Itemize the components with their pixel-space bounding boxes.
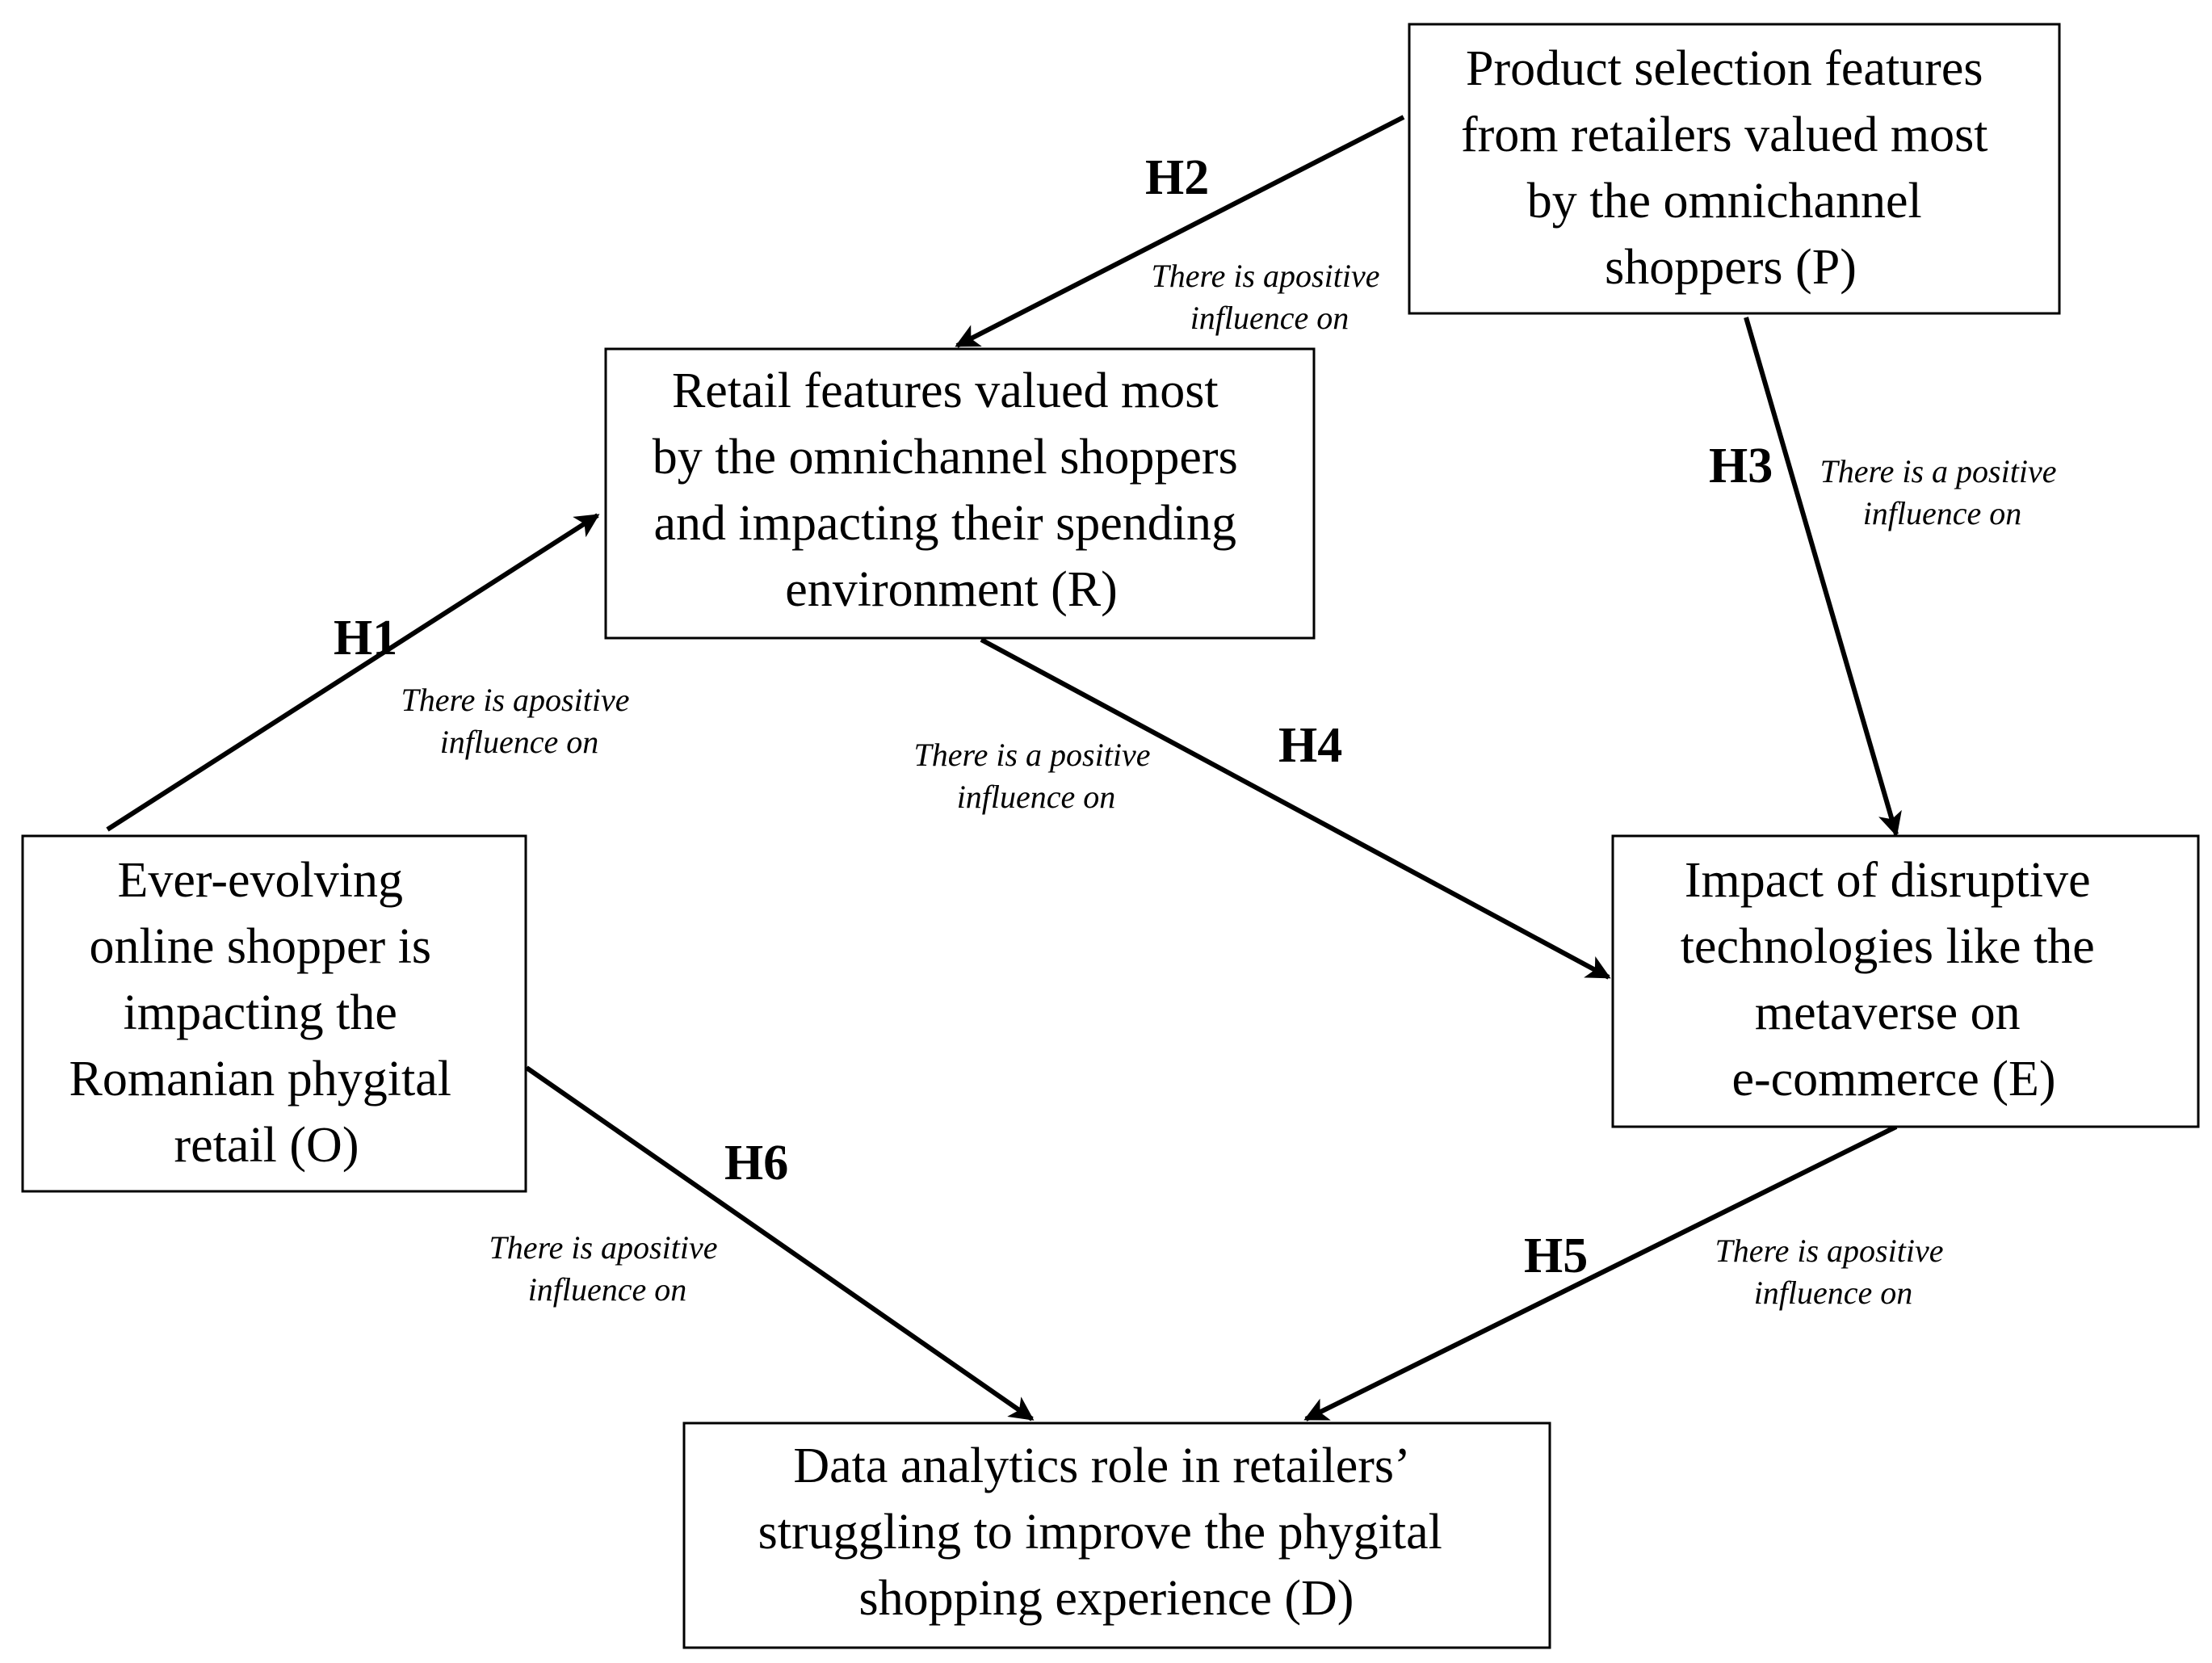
arrow-h5 [1303, 1124, 1898, 1422]
node-o: Ever-evolving online shopper is impactin… [21, 834, 527, 1193]
node-d: Data analytics role in retailers’ strugg… [682, 1422, 1551, 1649]
node-r-box [604, 347, 1316, 640]
node-o-text: Ever-evolving online shopper is impactin… [69, 853, 464, 1173]
node-p: Product selection features from retailer… [1408, 23, 2061, 315]
node-r: Retail features valued most by the omnic… [604, 347, 1316, 640]
label-h2: H2 [1145, 150, 1209, 205]
note-h6: There is apositive influence on [489, 1229, 726, 1308]
note-h5: There is apositive influence on [1715, 1233, 1952, 1311]
label-h5: H5 [1524, 1228, 1588, 1283]
note-h2: There is apositive influence on [1152, 258, 1388, 336]
edge-notes: There is apositive influence on There is… [401, 258, 2065, 1311]
node-e: Impact of disruptive technologies like t… [1611, 834, 2200, 1128]
node-p-text: Product selection features from retailer… [1461, 41, 2000, 295]
node-o-box [21, 834, 527, 1193]
node-e-box [1611, 834, 2200, 1128]
hypothesis-labels: H1 H2 H3 H4 H5 H6 [334, 150, 1773, 1283]
label-h6: H6 [724, 1136, 788, 1191]
label-h4: H4 [1278, 718, 1342, 773]
node-d-box [682, 1422, 1551, 1649]
arrow-h1 [106, 513, 600, 832]
note-h3: There is a positive influence on [1820, 453, 2065, 531]
label-h1: H1 [334, 611, 397, 666]
arrow-h3 [1744, 317, 1902, 837]
node-r-text: Retail features valued most by the omnic… [653, 363, 1250, 617]
node-p-box [1408, 23, 2061, 315]
note-h4: There is a positive influence on [914, 737, 1159, 815]
node-e-text: Impact of disruptive technologies like t… [1681, 853, 2108, 1107]
arrow-h4 [980, 637, 1611, 980]
edges [106, 115, 1902, 1422]
arrow-h2 [955, 115, 1405, 348]
node-d-text: Data analytics role in retailers’ strugg… [758, 1438, 1455, 1626]
label-h3: H3 [1709, 439, 1773, 493]
arrow-h6 [525, 1065, 1035, 1422]
note-h1: There is apositive influence on [401, 682, 638, 760]
